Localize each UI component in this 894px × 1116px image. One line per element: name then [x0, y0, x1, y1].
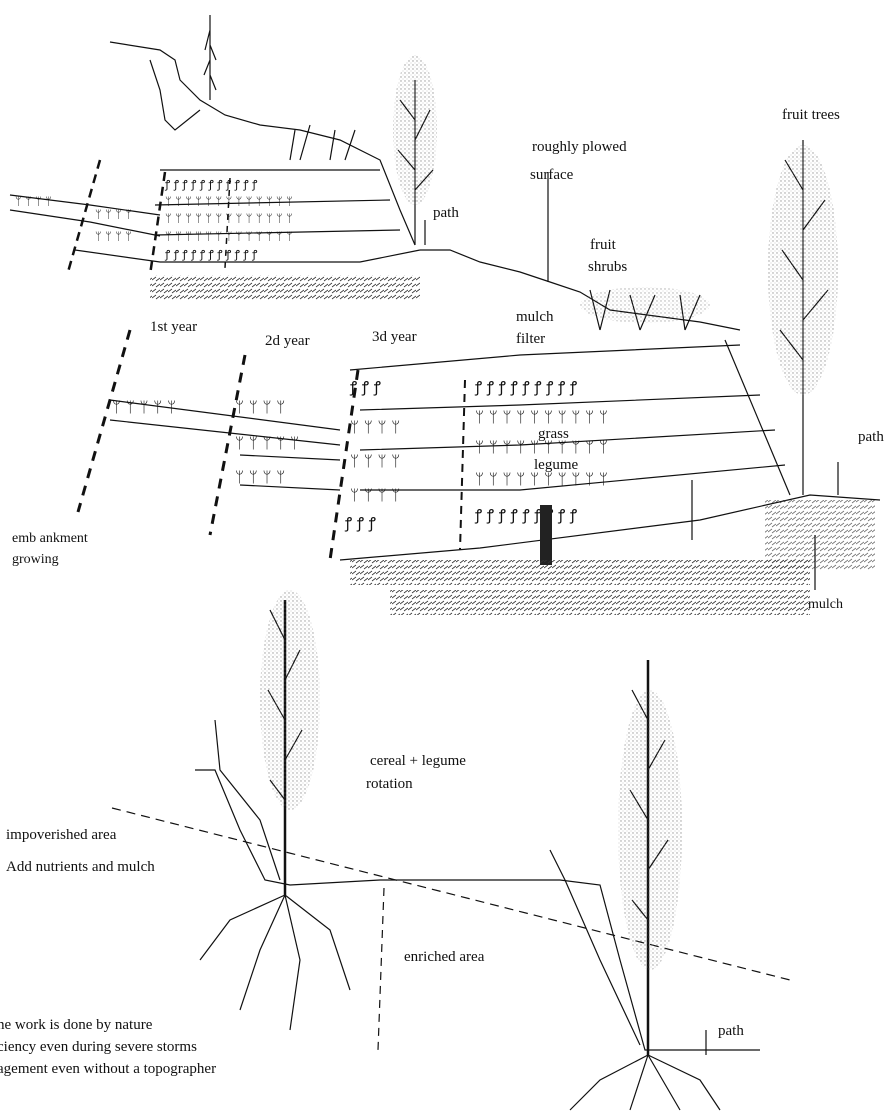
svg-text:ꝭ ꝭ ꝭ ꝭ ꝭ ꝭ ꝭ ꝭ ꝭ: ꝭ ꝭ ꝭ ꝭ ꝭ ꝭ ꝭ ꝭ ꝭ: [474, 506, 577, 524]
label-mulch-filter-1: mulch: [516, 308, 554, 326]
middle-crop-rows: ᛘ ᛘ ᛘ ᛘ ᛘ ᛘ ᛘ ᛘ ᛘ ᛘ ᛘ ᛘ ᛘ ᛘ ᛘ ᛘ ᛘ ᛘ ꝭ ꝭ …: [112, 378, 608, 532]
svg-text:ꝭ ꝭ ꝭ: ꝭ ꝭ ꝭ: [349, 378, 381, 396]
label-grass: grass: [538, 425, 569, 443]
label-path-bottom: path: [718, 1022, 744, 1040]
label-second-year: 2d year: [265, 332, 310, 350]
label-mulch-filter-2: filter: [516, 330, 545, 348]
svg-text:ᛘ ᛘ ᛘ ᛘ: ᛘ ᛘ ᛘ ᛘ: [235, 398, 285, 416]
plowed-surface: [420, 250, 740, 330]
label-impoverished-area: impoverished area: [6, 826, 116, 844]
svg-text:ꝭ ꝭ ꝭ ꝭ ꝭ ꝭ ꝭ ꝭ ꝭ ꝭ ꝭ: ꝭ ꝭ ꝭ ꝭ ꝭ ꝭ ꝭ ꝭ ꝭ ꝭ ꝭ: [164, 178, 258, 191]
upper-terrace-scene: ᛘ ᛘ ᛘ ᛘ ᛘ ᛘ ᛘ ᛘ ᛘ ᛘ ᛘ ᛘ ꝭ ꝭ ꝭ ꝭ ꝭ ꝭ ꝭ ꝭ …: [10, 15, 740, 330]
label-legume: legume: [534, 456, 578, 474]
note-line: he work is done by nature: [0, 1014, 216, 1036]
fence-post: [540, 505, 552, 565]
svg-text:ᛘ ᛘ ᛘ ᛘ: ᛘ ᛘ ᛘ ᛘ: [15, 195, 52, 208]
label-embankment-1: emb ankment: [12, 530, 88, 548]
label-path-right: path: [858, 428, 884, 446]
svg-text:ᛘ ᛘ ᛘ ᛘ: ᛘ ᛘ ᛘ ᛘ: [350, 418, 400, 436]
svg-text:ᛘ ᛘ ᛘ ᛘ ᛘ ᛘ ᛘ ᛘ ᛘ ᛘ ᛘ ᛘ ᛘ: ᛘ ᛘ ᛘ ᛘ ᛘ ᛘ ᛘ ᛘ ᛘ ᛘ ᛘ ᛘ ᛘ: [165, 212, 293, 225]
svg-text:ᛘ ᛘ ᛘ ᛘ ᛘ ᛘ ᛘ ᛘ ᛘ ᛘ ᛘ ᛘ ᛘ: ᛘ ᛘ ᛘ ᛘ ᛘ ᛘ ᛘ ᛘ ᛘ ᛘ ᛘ ᛘ ᛘ: [165, 230, 293, 243]
label-fruit-shrubs-2: shrubs: [588, 258, 627, 276]
label-roughly-plowed: roughly plowed: [532, 138, 627, 156]
svg-text:ᛘ ᛘ ᛘ ᛘ: ᛘ ᛘ ᛘ ᛘ: [95, 208, 132, 221]
label-enriched-area: enriched area: [404, 948, 484, 966]
svg-text:ᛘ ᛘ ᛘ ᛘ: ᛘ ᛘ ᛘ ᛘ: [235, 468, 285, 486]
svg-text:ᛘ ᛘ ᛘ ᛘ: ᛘ ᛘ ᛘ ᛘ: [95, 230, 132, 243]
notes-list: he work is done by nature ciency even du…: [0, 1014, 216, 1080]
svg-text:ꝭ ꝭ ꝭ ꝭ ꝭ ꝭ ꝭ ꝭ ꝭ ꝭ ꝭ: ꝭ ꝭ ꝭ ꝭ ꝭ ꝭ ꝭ ꝭ ꝭ ꝭ ꝭ: [164, 248, 258, 261]
svg-text:ᛘ ᛘ ᛘ ᛘ ᛘ: ᛘ ᛘ ᛘ ᛘ ᛘ: [235, 434, 299, 452]
label-cereal-legume: cereal + legume: [370, 752, 466, 770]
label-first-year: 1st year: [150, 318, 197, 336]
label-fruit-trees: fruit trees: [782, 106, 840, 124]
label-mulch-bottom: mulch: [808, 596, 843, 614]
svg-text:ᛘ ᛘ ᛘ ᛘ: ᛘ ᛘ ᛘ ᛘ: [350, 486, 400, 504]
svg-text:ꝭ ꝭ ꝭ ꝭ ꝭ ꝭ ꝭ ꝭ ꝭ: ꝭ ꝭ ꝭ ꝭ ꝭ ꝭ ꝭ ꝭ ꝭ: [474, 378, 577, 396]
roots-left-icon: [200, 895, 350, 1030]
svg-text:ᛘ ᛘ ᛘ ᛘ ᛘ: ᛘ ᛘ ᛘ ᛘ ᛘ: [112, 398, 176, 416]
svg-text:ᛘ ᛘ ᛘ ᛘ ᛘ ᛘ ᛘ ᛘ ᛘ ᛘ: ᛘ ᛘ ᛘ ᛘ ᛘ ᛘ ᛘ ᛘ ᛘ ᛘ: [475, 408, 608, 426]
tree-top-small-icon: [204, 15, 216, 100]
label-fruit-shrubs-1: fruit: [590, 236, 616, 254]
label-surface: surface: [530, 166, 573, 184]
note-line: agement even without a topographer: [0, 1058, 216, 1080]
label-path-top: path: [433, 204, 459, 222]
label-rotation: rotation: [366, 775, 413, 793]
label-third-year: 3d year: [372, 328, 417, 346]
svg-text:ᛘ ᛘ ᛘ ᛘ ᛘ ᛘ ᛘ ᛘ ᛘ ᛘ ᛘ ᛘ ᛘ: ᛘ ᛘ ᛘ ᛘ ᛘ ᛘ ᛘ ᛘ ᛘ ᛘ ᛘ ᛘ ᛘ: [165, 195, 293, 208]
svg-text:ꝭ ꝭ ꝭ: ꝭ ꝭ ꝭ: [344, 514, 376, 532]
label-add-nutrients: Add nutrients and mulch: [6, 858, 155, 876]
label-embankment-2: growing: [12, 551, 59, 569]
roots-right-icon: [570, 1055, 720, 1110]
svg-text:ᛘ ᛘ ᛘ ᛘ: ᛘ ᛘ ᛘ ᛘ: [350, 452, 400, 470]
note-line: ciency even during severe storms: [0, 1036, 216, 1058]
